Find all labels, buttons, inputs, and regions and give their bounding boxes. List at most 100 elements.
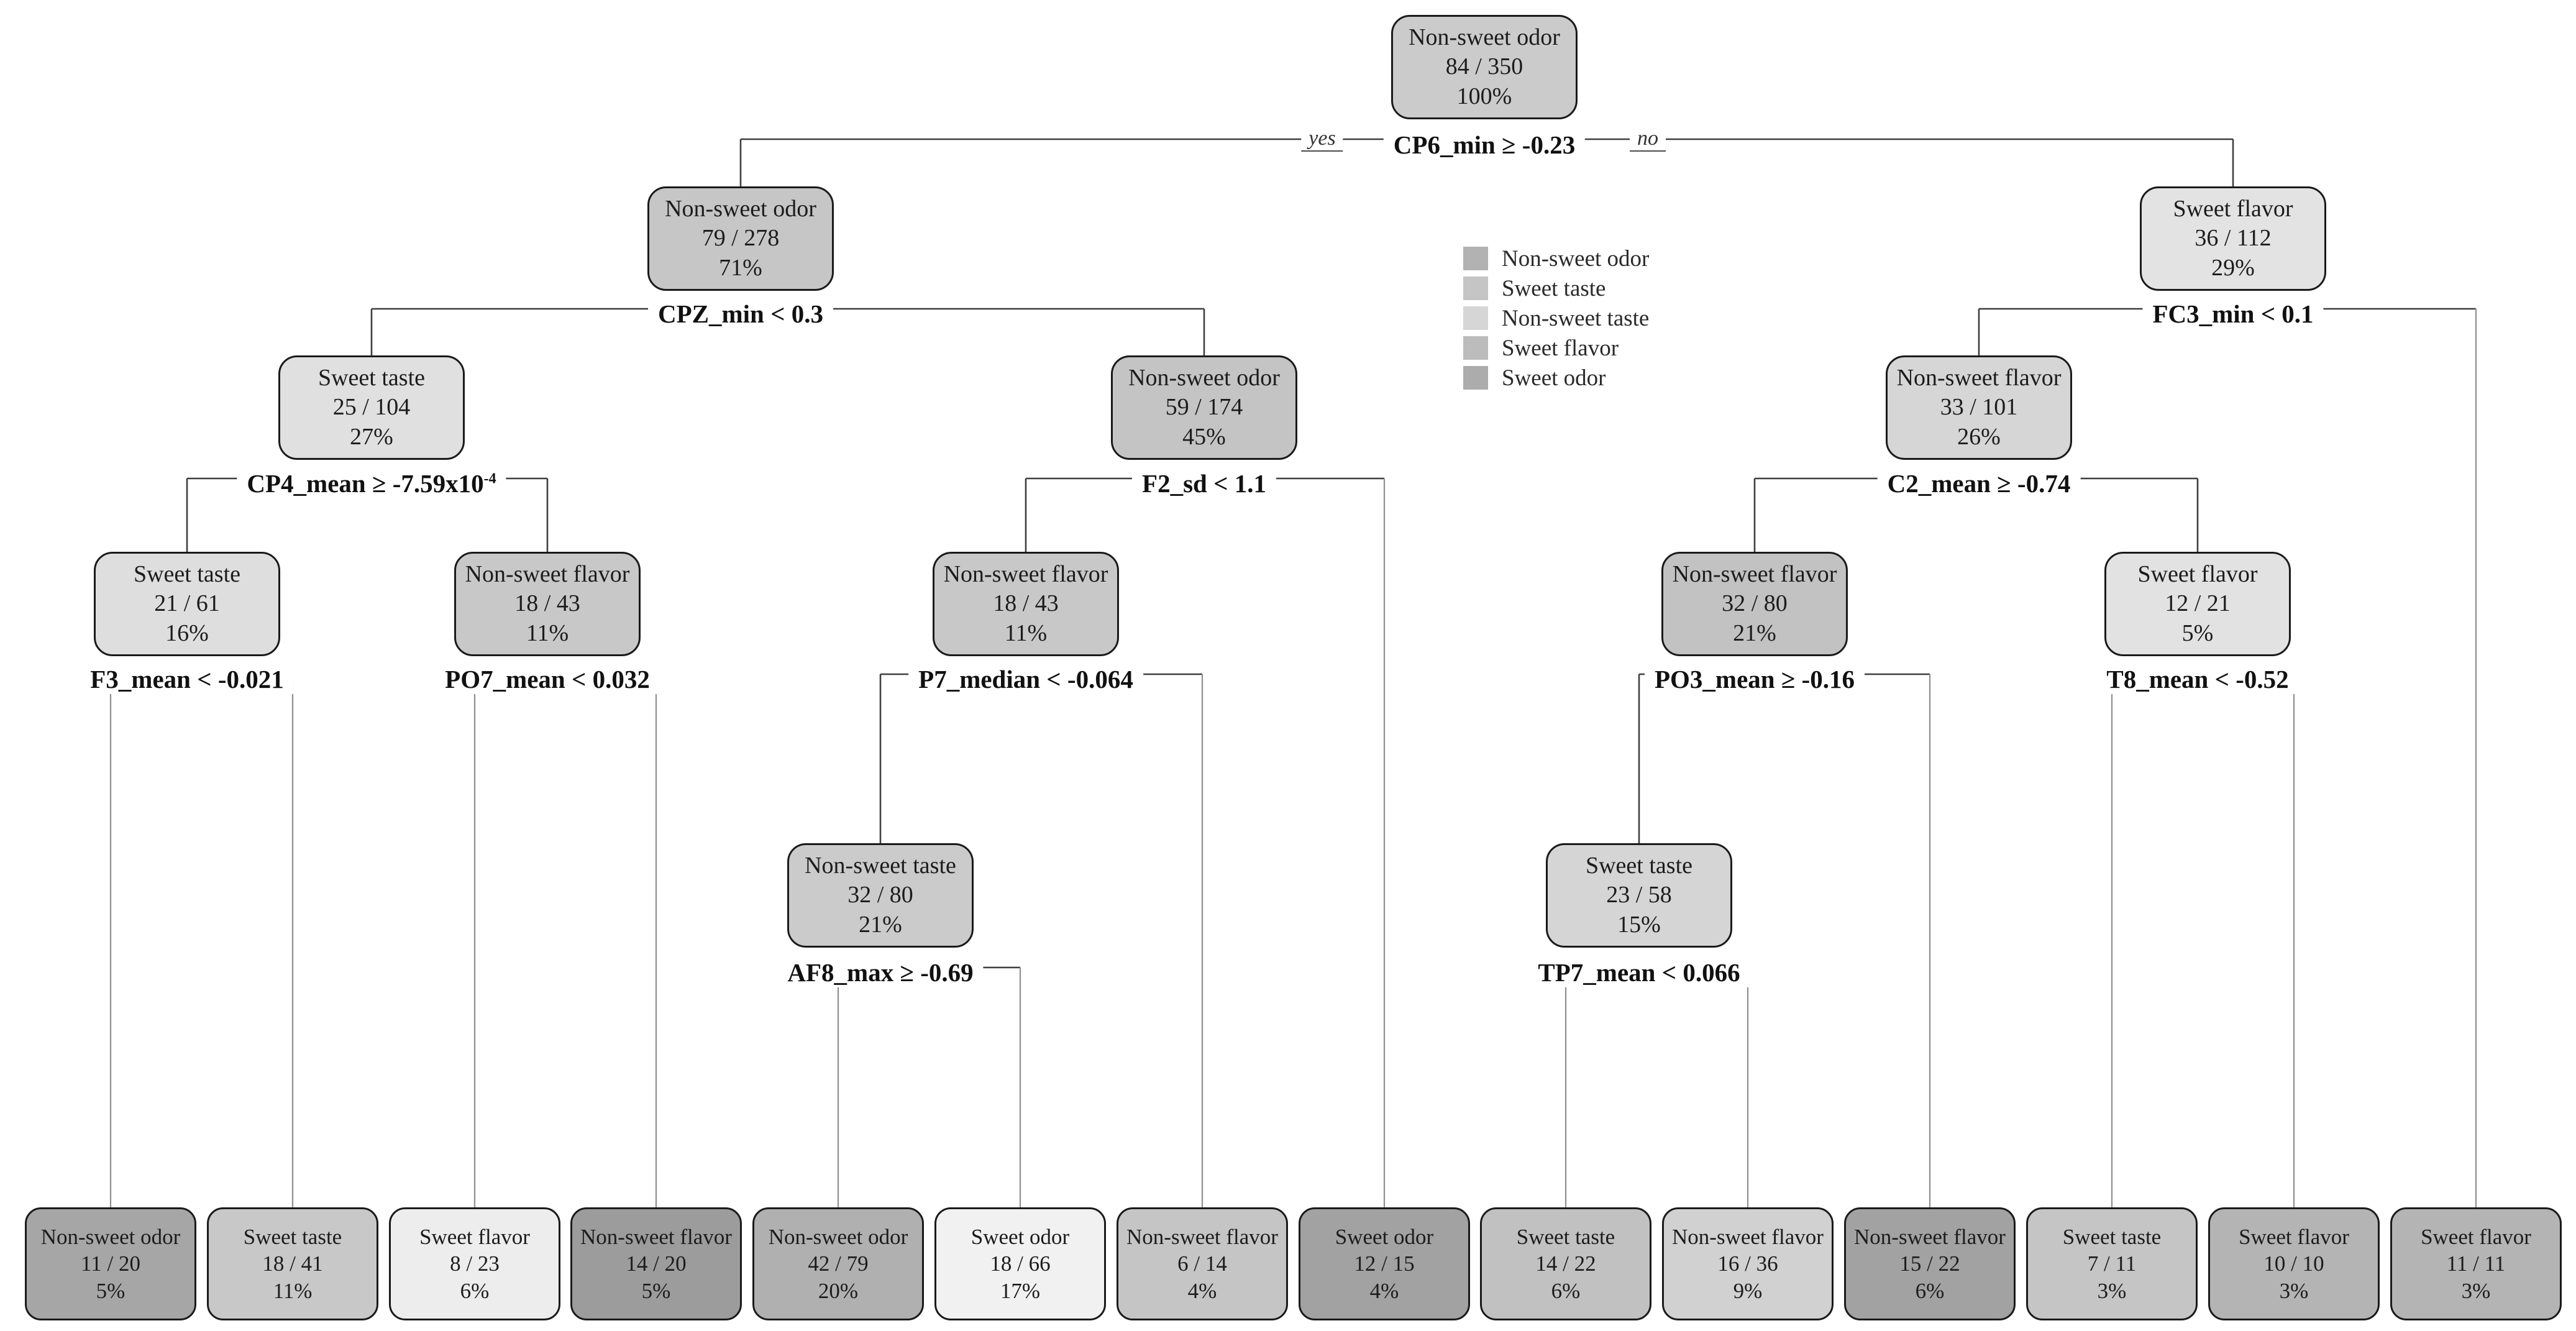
node-class-label: Sweet flavor: [2239, 1224, 2349, 1249]
legend-label: Sweet flavor: [1502, 335, 1619, 361]
node-fraction: 33 / 101: [1940, 394, 2018, 421]
branch-label-yes: yes: [1301, 127, 1343, 152]
legend: Non-sweet odor Sweet taste Non-sweet tas…: [1463, 244, 1649, 393]
node-class-label: Non-sweet flavor: [580, 1224, 732, 1249]
node-percent: 6%: [1915, 1278, 1945, 1303]
split-label-cpz-min: CPZ_min < 0.3: [648, 299, 833, 329]
split-label-fc3-min: FC3_min < 0.1: [2142, 299, 2324, 329]
node-fraction: 32 / 80: [1722, 590, 1788, 617]
split-label-af8-max: AF8_max ≥ -0.69: [777, 958, 984, 987]
leaf-node-14: Sweet flavor 11 / 11 3%: [2390, 1207, 2562, 1320]
node-fraction: 32 / 80: [847, 882, 913, 908]
node-percent: 11%: [526, 620, 569, 646]
node-fraction: 23 / 58: [1606, 882, 1672, 908]
node-fraction: 11 / 11: [2446, 1251, 2506, 1276]
leaf-node-8: Sweet odor 12 / 15 4%: [1299, 1207, 1470, 1320]
node-class-label: Sweet flavor: [419, 1224, 530, 1249]
node-fraction: 7 / 11: [2087, 1251, 2137, 1276]
node-class-label: Non-sweet odor: [768, 1224, 908, 1249]
node-percent: 71%: [719, 254, 762, 281]
legend-item-sweet-flavor: Sweet flavor: [1463, 333, 1649, 363]
node-fraction: 16 / 36: [1717, 1251, 1778, 1276]
split-label-f2-sd: F2_sd < 1.1: [1132, 469, 1276, 498]
node-fraction: 11 / 20: [81, 1251, 140, 1276]
node-percent: 5%: [2181, 620, 2214, 646]
legend-label: Sweet taste: [1502, 275, 1606, 301]
split-label-cp6-min: CP6_min ≥ -0.23: [1383, 130, 1586, 160]
tree-node-root: Non-sweet odor 84 / 350 100%: [1391, 15, 1578, 119]
leaf-node-5: Non-sweet odor 42 / 79 20%: [752, 1207, 924, 1320]
tree-node-cp4-mean: Sweet taste 25 / 104 27%: [278, 355, 465, 460]
node-percent: 26%: [1957, 423, 2001, 450]
node-class-label: Sweet taste: [1585, 853, 1692, 879]
legend-swatch: [1463, 247, 1488, 270]
node-fraction: 59 / 174: [1165, 394, 1243, 421]
leaf-node-13: Sweet flavor 10 / 10 3%: [2208, 1207, 2380, 1320]
node-percent: 11%: [273, 1278, 313, 1303]
leaf-node-6: Sweet odor 18 / 66 17%: [934, 1207, 1106, 1320]
node-percent: 15%: [1617, 911, 1661, 938]
split-label-t8-mean: T8_mean < -0.52: [2096, 664, 2299, 694]
node-class-label: Sweet flavor: [2421, 1224, 2531, 1249]
node-percent: 17%: [1000, 1278, 1041, 1303]
node-fraction: 25 / 104: [332, 394, 411, 421]
node-fraction: 79 / 278: [701, 225, 780, 252]
node-class-label: Non-sweet flavor: [1854, 1224, 2006, 1249]
split-label-c2-mean: C2_mean ≥ -0.74: [1877, 469, 2081, 498]
node-percent: 4%: [1369, 1278, 1399, 1303]
leaf-node-7: Non-sweet flavor 6 / 14 4%: [1117, 1207, 1288, 1320]
split-label-tp7-mean: TP7_mean < 0.066: [1528, 958, 1750, 987]
node-percent: 27%: [350, 423, 393, 450]
node-percent: 6%: [460, 1278, 490, 1303]
legend-swatch: [1463, 366, 1488, 390]
node-class-label: Non-sweet flavor: [1896, 365, 2062, 391]
node-fraction: 18 / 66: [990, 1251, 1051, 1276]
node-percent: 3%: [2279, 1278, 2309, 1303]
node-percent: 4%: [1187, 1278, 1217, 1303]
tree-node-tp7-mean: Sweet taste 23 / 58 15%: [1546, 843, 1732, 948]
tree-node-c2-mean: Non-sweet flavor 33 / 101 26%: [1886, 355, 2072, 460]
leaf-node-3: Sweet flavor 8 / 23 6%: [389, 1207, 560, 1320]
node-class-label: Sweet odor: [1335, 1224, 1434, 1249]
node-class-label: Sweet taste: [1516, 1224, 1615, 1249]
node-percent: 5%: [96, 1278, 126, 1303]
split-label-po7-mean: PO7_mean < 0.032: [435, 664, 660, 694]
legend-item-sweet-odor: Sweet odor: [1463, 363, 1649, 393]
branch-label-no: no: [1630, 127, 1666, 152]
node-percent: 21%: [1733, 620, 1776, 646]
node-fraction: 14 / 22: [1535, 1251, 1596, 1276]
node-class-label: Non-sweet odor: [40, 1224, 181, 1249]
node-class-label: Non-sweet flavor: [1672, 561, 1837, 588]
legend-label: Non-sweet taste: [1502, 305, 1650, 331]
legend-label: Sweet odor: [1502, 365, 1606, 391]
node-percent: 20%: [818, 1278, 859, 1303]
node-fraction: 18 / 43: [514, 590, 580, 617]
node-percent: 11%: [1004, 620, 1048, 646]
tree-node-f3-mean: Sweet taste 21 / 61 16%: [94, 552, 280, 656]
node-percent: 45%: [1182, 423, 1226, 450]
legend-item-sweet-taste: Sweet taste: [1463, 273, 1649, 303]
node-percent: 21%: [859, 911, 902, 938]
tree-node-af8-max: Non-sweet taste 32 / 80 21%: [787, 843, 974, 948]
leaf-node-1: Non-sweet odor 11 / 20 5%: [25, 1207, 196, 1320]
node-class-label: Non-sweet odor: [1128, 365, 1280, 391]
node-percent: 100%: [1456, 83, 1512, 109]
legend-item-non-sweet-taste: Non-sweet taste: [1463, 303, 1649, 333]
leaf-node-11: Non-sweet flavor 15 / 22 6%: [1844, 1207, 2016, 1320]
tree-node-t8-mean: Sweet flavor 12 / 21 5%: [2104, 552, 2291, 656]
node-fraction: 18 / 43: [993, 590, 1059, 617]
node-class-label: Non-sweet flavor: [943, 561, 1108, 588]
node-percent: 3%: [2461, 1278, 2491, 1303]
node-percent: 29%: [2211, 254, 2255, 281]
node-percent: 3%: [2097, 1278, 2127, 1303]
node-percent: 6%: [1551, 1278, 1581, 1303]
leaf-node-4: Non-sweet flavor 14 / 20 5%: [570, 1207, 742, 1320]
leaf-node-9: Sweet taste 14 / 22 6%: [1480, 1207, 1651, 1320]
legend-label: Non-sweet odor: [1502, 245, 1650, 272]
tree-node-f2-sd: Non-sweet odor 59 / 174 45%: [1111, 355, 1297, 460]
legend-item-non-sweet-odor: Non-sweet odor: [1463, 244, 1649, 273]
tree-node-p7-median: Non-sweet flavor 18 / 43 11%: [933, 552, 1119, 656]
leaf-node-12: Sweet taste 7 / 11 3%: [2026, 1207, 2198, 1320]
legend-swatch: [1463, 336, 1488, 360]
node-class-label: Non-sweet flavor: [1126, 1224, 1278, 1249]
